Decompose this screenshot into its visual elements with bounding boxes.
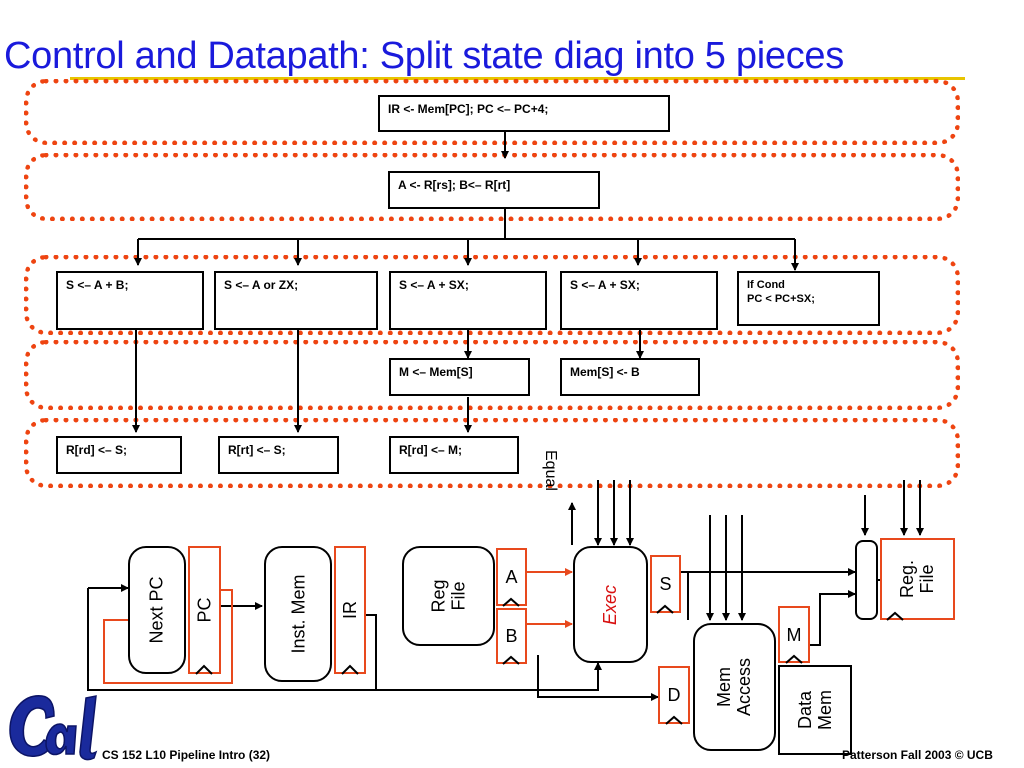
state-fetch-text: IR <- Mem[PC]; PC <– PC+4; xyxy=(388,102,549,116)
reg-file-writeback: Reg. File xyxy=(880,538,955,620)
wire-pc-loop xyxy=(103,589,233,684)
state-exec-load: S <– A + SX; xyxy=(389,271,547,330)
d-label: D xyxy=(667,685,681,705)
b-register: B xyxy=(496,608,527,664)
state-decode-text: A <- R[rs]; B<– R[rt] xyxy=(398,178,511,192)
state-decode: A <- R[rs]; B<– R[rt] xyxy=(388,171,600,209)
state-branch-line1: If Cond xyxy=(747,279,785,291)
s-register: S xyxy=(650,555,681,613)
wire-ir-out xyxy=(366,614,377,690)
footer-course-label: CS 152 L10 Pipeline Intro (32) xyxy=(102,748,271,762)
mem-access-block: Mem Access xyxy=(693,623,776,751)
state-mem-store: Mem[S] <- B xyxy=(560,358,700,396)
inst-mem-block: Inst. Mem xyxy=(264,546,332,682)
title-underline xyxy=(70,77,965,80)
next-pc-label: Next PC xyxy=(147,576,167,644)
reg-file2-label-1: Reg. xyxy=(897,559,918,599)
footer-copyright: Patterson Fall 2003 © UCB xyxy=(842,748,993,762)
state-wb-ori: R[rt] <– S; xyxy=(218,436,339,474)
reg-file-label-2: File xyxy=(448,581,469,611)
mem-access-label-1: Mem xyxy=(714,667,735,707)
state-exec-store-text: S <– A + SX; xyxy=(570,278,640,292)
page-title: Control and Datapath: Split state diag i… xyxy=(4,35,844,77)
state-exec-rtype-text: S <– A + B; xyxy=(66,278,129,292)
pc-label: PC xyxy=(194,597,215,623)
writeback-mux xyxy=(855,540,878,620)
a-label: A xyxy=(505,567,518,587)
state-mem-load: M <– Mem[S] xyxy=(389,358,530,396)
state-exec-store: S <– A + SX; xyxy=(560,271,718,330)
data-mem-label-1: Data xyxy=(795,690,815,730)
inst-mem-label: Inst. Mem xyxy=(288,574,309,654)
ir-register: IR xyxy=(334,546,366,674)
mem-access-label-2: Access xyxy=(734,657,755,717)
exec-block: Exec xyxy=(573,546,648,663)
equal-label: Equal xyxy=(542,450,559,491)
state-exec-ori-text: S <– A or ZX; xyxy=(224,278,299,292)
ir-label: IR xyxy=(340,601,360,619)
next-pc-block: Next PC xyxy=(128,546,186,674)
state-wb-rtype: R[rd] <– S; xyxy=(56,436,182,474)
s-label: S xyxy=(659,574,672,594)
state-exec-rtype: S <– A + B; xyxy=(56,271,204,330)
data-mem-label-2: Mem xyxy=(815,690,835,730)
state-mem-store-text: Mem[S] <- B xyxy=(570,365,640,379)
stage-mem-region xyxy=(24,340,960,410)
m-label: M xyxy=(786,624,802,645)
stage-ifetch-region xyxy=(24,79,960,145)
state-mem-load-text: M <– Mem[S] xyxy=(399,365,473,379)
wire-feedback xyxy=(87,588,602,691)
a-register: A xyxy=(496,548,527,606)
wire-m-to-mux xyxy=(810,590,856,646)
reg-file2-label-2: File xyxy=(917,564,938,594)
d-register: D xyxy=(658,666,690,724)
state-wb-ori-text: R[rt] <– S; xyxy=(228,443,286,457)
reg-file-block: Reg File xyxy=(402,546,495,646)
stage-decode-region xyxy=(24,153,960,221)
state-fetch: IR <- Mem[PC]; PC <– PC+4; xyxy=(378,95,670,132)
b-label: B xyxy=(505,626,518,646)
cal-logo-icon xyxy=(9,695,98,761)
wire-b-to-d xyxy=(537,655,659,701)
state-exec-load-text: S <– A + SX; xyxy=(399,278,469,292)
state-exec-ori: S <– A or ZX; xyxy=(214,271,378,330)
exec-label: Exec xyxy=(600,584,621,625)
pc-register: PC xyxy=(188,546,221,674)
stage-writeback-region xyxy=(24,418,960,488)
state-wb-rtype-text: R[rd] <– S; xyxy=(66,443,128,457)
state-wb-load: R[rd] <– M; xyxy=(389,436,519,474)
state-branch-line2: PC < PC+SX; xyxy=(747,293,815,305)
state-branch: If Cond PC < PC+SX; xyxy=(737,271,880,326)
stage-exec-region xyxy=(24,255,960,335)
data-mem-block: Data Mem xyxy=(778,665,852,755)
state-wb-load-text: R[rd] <– M; xyxy=(399,443,462,457)
m-register: M xyxy=(778,606,810,663)
reg-file-label-1: Reg xyxy=(428,579,449,613)
